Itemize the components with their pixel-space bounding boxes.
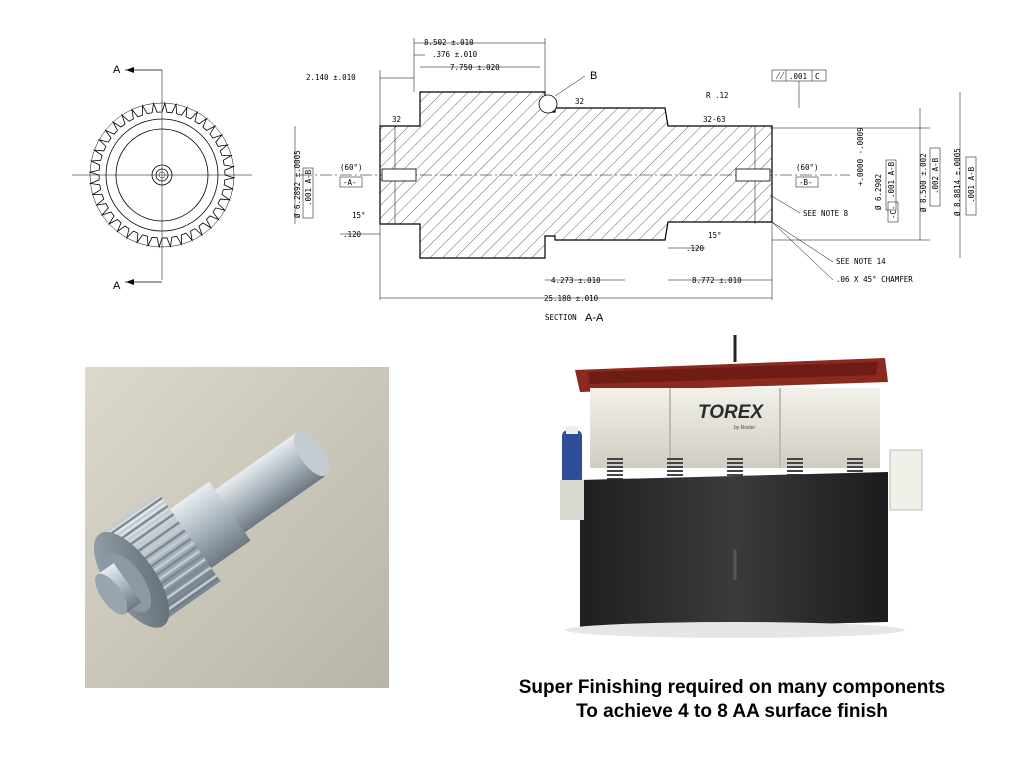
dim-diam-8500: Ø 8.500 ±.002 [919,153,928,212]
dim-4273: 4.273 ±.010 [551,276,601,285]
fcf-8814: .001 A-B [965,156,977,216]
spring-coil [787,462,803,464]
svg-text:B: B [590,70,597,82]
section-marker-top: A [113,64,162,76]
svg-text:.001: .001 [789,72,807,81]
finish-mark-right: 32-63 [703,115,726,124]
note-8-callout: SEE NOTE 8 [803,209,849,218]
dim-lines [294,38,961,300]
spring-coil [727,466,743,468]
spring-coil [667,470,683,472]
spring-coil [847,462,863,464]
dim-diam-right: Ø 6.2902 [874,174,883,210]
spring-coil [727,462,743,464]
svg-text:.002 A-B: .002 A-B [931,157,940,194]
gear-tooth [156,574,218,618]
dim-2140: 2.140 ±.010 [306,73,356,82]
dim-diam-left: Ø 6.2892 ±.0005 [293,150,302,218]
svg-text:-C-: -C- [889,205,898,219]
center-angle-right: (60°) [796,163,819,172]
spring-coil [847,466,863,468]
dim-120-left: .120 [343,230,362,239]
svg-text:SECTION: SECTION [545,313,577,322]
angle-left: 15° [352,211,366,220]
dim-25188: 25.188 ±.010 [544,294,599,303]
section-marker-bottom: A [113,279,162,292]
spring-coil [667,462,683,464]
caption-line-1: Super Finishing required on many compone… [518,677,946,698]
center-angle-left: (60°) [340,163,363,172]
svg-text:.001 A-B: .001 A-B [967,166,976,203]
section-label: SECTION A-A [545,312,604,324]
spring-coil [667,474,683,476]
finish-mark-left: 32 [392,115,401,124]
dim-tol-right: +.0000 -.0009 [856,127,865,186]
datum-c-box: -C- [887,201,899,223]
gear-tooth [108,504,169,549]
dim-7750: 7.750 ±.020 [450,63,500,72]
svg-text:-B-: -B- [799,178,813,187]
svg-text:.001 A-B: .001 A-B [304,169,313,206]
fcf-8500: .002 A-B [929,147,941,207]
dim-120-right: .120 [686,244,705,253]
chamfer-callout: .06 X 45° CHAMFER [836,275,913,284]
dim-8772: 8.772 ±.010 [692,276,742,285]
spring-coil [607,466,623,468]
svg-text:A: A [113,280,121,292]
spring-coil [607,474,623,476]
gear-end-view [72,70,252,280]
datum-a-box: -A- [339,176,363,188]
gear-tooth [99,492,160,537]
dim-8502: 8.502 ±.010 [424,38,474,47]
gear-shaft-3d-render [85,367,389,688]
shaft-engineering-drawing: A A B [72,38,977,324]
spring-coil [847,470,863,472]
dim-diam-8814: Ø 8.8814 ±.0005 [953,148,962,216]
spring-coil [787,466,803,468]
spring-coil [607,458,623,460]
spring-coil [607,470,623,472]
fcf-right: .001 A-B [885,159,897,211]
parallelism-frame: .001 C [771,69,827,108]
spring-coil [787,458,803,460]
spring-coil [667,458,683,460]
spring-coil [787,470,803,472]
shaft-section [300,91,850,259]
svg-text:.001 A-B: .001 A-B [887,161,896,198]
brand-logo: TOREX [698,402,764,423]
dim-376: .376 ±.010 [432,50,478,59]
note-14-callout: SEE NOTE 14 [836,257,886,266]
angle-right: 15° [708,231,722,240]
spring-coil [667,466,683,468]
spring-coil [607,462,623,464]
datum-b-box: -B- [795,176,819,188]
gear-tooth [153,570,215,614]
vibratory-finishing-machine: TOREX by Rosler [540,330,940,650]
svg-text:A: A [113,64,121,76]
brand-sublogo: by Rosler [734,425,755,431]
caption-line-2: To achieve 4 to 8 AA surface finish [576,701,888,722]
gear-tooth [105,500,166,545]
svg-text:-A-: -A- [343,178,357,187]
spring-coil [727,458,743,460]
spring-coil [607,478,623,480]
svg-text:A-A: A-A [585,312,604,324]
finish-mark-mid: 32 [575,97,584,106]
slide-caption: Super Finishing required on many compone… [440,676,1024,724]
gear-tooth [102,496,163,541]
detail-b-marker: B [554,70,597,97]
spring-coil [727,470,743,472]
gear-tooth-profile [88,101,236,249]
fcf-left: .001 A-B [302,167,314,219]
spring-coil [727,474,743,476]
gear-tooth [159,578,221,623]
spring-coil [847,458,863,460]
svg-text:C: C [815,72,820,81]
dim-radius: R .12 [706,91,729,100]
